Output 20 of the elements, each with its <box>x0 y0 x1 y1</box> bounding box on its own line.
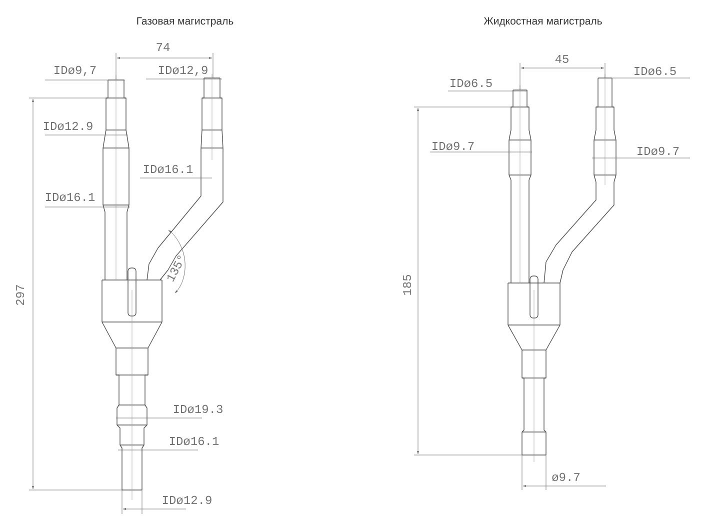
dimension-label: IDø16.1 <box>144 164 193 174</box>
dimension-label: IDø9.7 <box>638 146 679 156</box>
dimension-label: IDø16.1 <box>170 436 219 446</box>
dimension-label: 135° <box>167 256 182 282</box>
dimension-label: IDø19.3 <box>174 404 222 414</box>
section-heading: Газовая магистраль <box>137 17 234 27</box>
dimension-label: IDø6.5 <box>634 66 676 76</box>
dimension-label: IDø6.5 <box>450 78 492 88</box>
dimension-label: IDø16.1 <box>46 192 95 202</box>
dimension-label: IDø12.9 <box>162 496 212 504</box>
dimension-label: 45 <box>555 55 568 63</box>
section-heading: Жидкостная магистраль <box>484 17 602 27</box>
dimension-label: IDø9.7 <box>432 142 474 150</box>
dimension-label: IDø12.9 <box>44 122 92 130</box>
dimension-label: IDø9,7 <box>54 66 96 76</box>
dimension-label: 297 <box>16 285 24 305</box>
dimension-label: ø9.7 <box>552 472 580 482</box>
dimension-label: 185 <box>402 274 412 295</box>
dimension-label: 74 <box>156 43 170 51</box>
dimension-label: IDø12,9 <box>158 66 208 76</box>
